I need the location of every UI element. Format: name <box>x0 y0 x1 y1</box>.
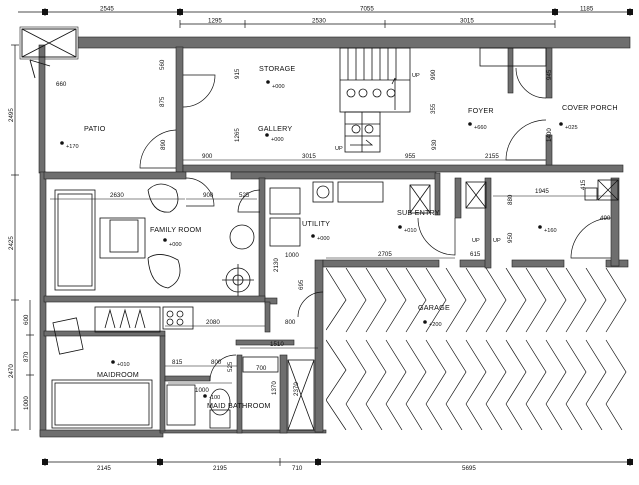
dim-695: 695 <box>298 279 305 290</box>
dim-955: 955 <box>405 153 416 160</box>
room-utility-level: +000 <box>317 236 330 242</box>
dim-660: 660 <box>56 81 67 88</box>
dim-1000: 1000 <box>285 252 299 259</box>
dim-1000b: 1000 <box>195 387 209 394</box>
dim-560: 560 <box>159 59 166 70</box>
dim-900a: 900 <box>202 153 213 160</box>
walls <box>19 26 631 438</box>
dim-top-2: 7055 <box>360 6 374 13</box>
room-patio-level: +170 <box>66 144 79 150</box>
dim-2630: 2630 <box>110 192 124 199</box>
garage-hatch <box>326 268 627 430</box>
room-storage-level: +000 <box>272 84 285 90</box>
room-utility-name: UTILITY <box>302 219 330 228</box>
dim-bottom-2: 2195 <box>213 465 227 472</box>
dim-2370: 2370 <box>293 382 300 396</box>
room-family-room-name: FAMILY ROOM <box>150 225 201 234</box>
dim-800a: 800 <box>285 319 296 326</box>
dim-930: 930 <box>431 139 438 150</box>
room-sub-entry-name: SUB ENTRY <box>397 208 440 217</box>
stair-up-4: UP <box>472 238 480 244</box>
dim-800b: 800 <box>211 359 222 366</box>
dim-left-inner-3: 1000 <box>23 396 30 410</box>
dim-415: 415 <box>580 179 587 190</box>
dim-875: 875 <box>159 96 166 107</box>
room-maidroom-name: MAIDROOM <box>97 370 139 379</box>
dim-left-3: 2470 <box>8 364 15 378</box>
room-east-level: +160 <box>544 228 557 234</box>
room-maid-bathroom-name: MAID BATHROOM <box>207 401 271 410</box>
room-maidroom-level: +010 <box>117 362 130 368</box>
room-gallery-level: +000 <box>271 137 284 143</box>
level-markers <box>60 80 563 398</box>
dim-355: 355 <box>430 103 437 114</box>
stair-up-3: UP <box>493 238 501 244</box>
dim-2155: 2155 <box>485 153 499 160</box>
dim-top-3: 1185 <box>580 6 594 13</box>
dim-1265: 1265 <box>234 128 241 142</box>
interior-dims <box>50 159 611 384</box>
furniture <box>51 47 619 431</box>
dim-1510: 1510 <box>270 341 284 348</box>
dim-top-1: 2545 <box>100 6 114 13</box>
door-swings <box>139 67 612 382</box>
dim-880: 880 <box>507 194 514 205</box>
dim-900b: 900 <box>203 192 214 199</box>
dim-left-1: 2495 <box>8 108 15 122</box>
dim-950: 950 <box>507 232 514 243</box>
room-gallery-name: GALLERY <box>258 124 292 133</box>
dim-1370: 1370 <box>271 381 278 395</box>
room-patio-name: PATIO <box>84 124 106 133</box>
dim-bottom-3: 710 <box>292 465 303 472</box>
room-cover-porch-level: +025 <box>565 125 578 131</box>
dim-615: 615 <box>470 251 481 258</box>
dim-second-1: 1295 <box>208 18 222 25</box>
dim-890: 890 <box>160 139 167 150</box>
dim-525b: 525 <box>227 361 234 372</box>
staircase <box>339 47 411 153</box>
dim-2705: 2705 <box>378 251 392 258</box>
room-sub-entry-level: +010 <box>404 228 417 234</box>
room-cover-porch-name: COVER PORCH <box>562 103 618 112</box>
dim-990: 990 <box>430 69 437 80</box>
dimension-ticks <box>42 9 633 465</box>
dim-second-2: 2530 <box>312 18 326 25</box>
stair-up-1: UP <box>412 73 420 79</box>
room-foyer-name: FOYER <box>468 106 494 115</box>
dim-left-2: 2425 <box>8 236 15 250</box>
room-garage-level: +200 <box>429 322 442 328</box>
dim-bottom-1: 2145 <box>97 465 111 472</box>
room-family-room-level: +000 <box>169 242 182 248</box>
dim-left-inner-2: 870 <box>23 351 30 362</box>
room-garage-name: GARAGE <box>418 303 450 312</box>
dim-1945: 1945 <box>535 188 549 195</box>
dim-2130: 2130 <box>273 258 280 272</box>
dim-700: 700 <box>256 365 267 372</box>
dim-490: 490 <box>600 215 611 222</box>
room-maid-bathroom-level: -100 <box>209 395 220 401</box>
dim-1400: 1400 <box>546 128 553 142</box>
corner-box <box>21 28 77 79</box>
dim-left-inner-1: 600 <box>23 314 30 325</box>
dim-525: 525 <box>239 192 250 199</box>
dim-945: 945 <box>546 69 553 80</box>
dim-bottom-4: 5695 <box>462 465 476 472</box>
dim-3015: 3015 <box>302 153 316 160</box>
dim-2080: 2080 <box>206 319 220 326</box>
dim-second-3: 3015 <box>460 18 474 25</box>
dim-915: 915 <box>234 68 241 79</box>
room-storage-name: STORAGE <box>259 64 295 73</box>
dim-815: 815 <box>172 359 183 366</box>
room-foyer-level: +660 <box>474 125 487 131</box>
stair-up-2: UP <box>335 146 343 152</box>
